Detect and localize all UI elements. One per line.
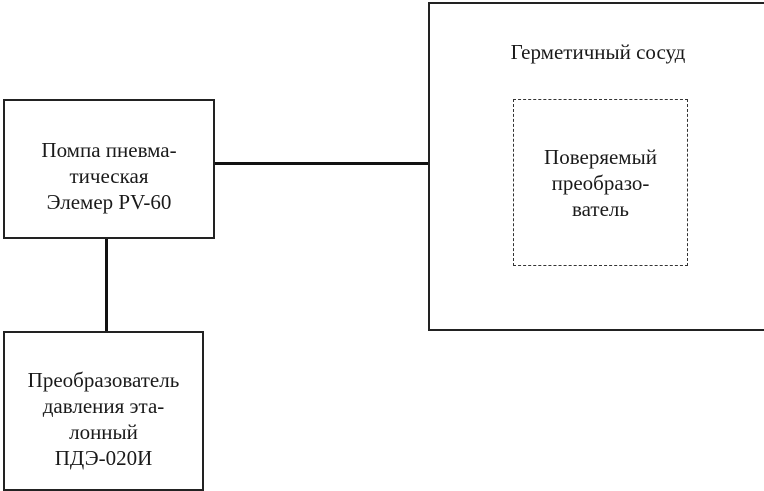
reference-label-line: лонный	[69, 420, 138, 444]
dut-label-line: ватель	[572, 197, 629, 221]
connector-pump-reference	[105, 237, 108, 332]
pump-label-line: Помпа пневма-	[41, 138, 177, 162]
sealed-vessel-title: Герметичный сосуд	[510, 40, 686, 64]
pump-label-line: Элемер PV-60	[46, 190, 172, 214]
connector-pump-vessel	[213, 162, 429, 165]
pump-label-line: тическая	[69, 164, 149, 188]
dut-label-line: Поверяемый	[544, 145, 657, 169]
reference-transducer-box: Преобразователь давления эта- лонный ПДЭ…	[3, 331, 204, 491]
dut-label-line: преобразо-	[551, 171, 650, 195]
device-under-test-box: Поверяемый преобразо- ватель	[513, 99, 688, 266]
reference-label-line: давления эта-	[42, 394, 165, 418]
reference-label-line: ПДЭ-020И	[54, 446, 153, 470]
pump-box: Помпа пневма- тическая Элемер PV-60	[3, 99, 215, 239]
reference-label-line: Преобразователь	[27, 368, 180, 392]
